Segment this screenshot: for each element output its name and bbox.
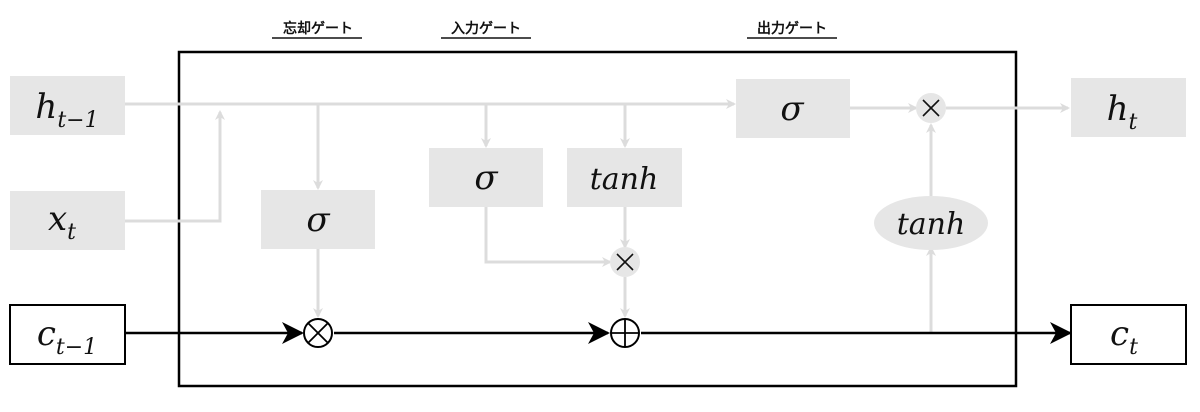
c-prev-node: ct−1 <box>9 304 126 365</box>
h-prev-subscript: t−1 <box>57 108 98 133</box>
input-gate-header: 入力ゲート <box>441 20 531 39</box>
sigma-input-to-mult-line <box>484 207 612 267</box>
output-sigma-symbol: σ <box>780 89 804 129</box>
x-t-subscript: t <box>67 220 76 245</box>
h-prev-symbol: h <box>35 87 57 127</box>
output-gate-header: 出力ゲート <box>747 20 837 39</box>
forget-multiply-operator <box>303 318 333 348</box>
input-sigma-gate: σ <box>429 148 543 207</box>
h-prev-node: ht−1 <box>10 76 125 135</box>
svg-text:xt: xt <box>48 199 76 245</box>
cell-tanh-symbol: tanh <box>897 207 966 242</box>
c-t-node: ct <box>1070 304 1187 365</box>
output-gate-label: 出力ゲート <box>757 20 827 37</box>
svg-text:ht−1: ht−1 <box>35 87 98 133</box>
input-sigma-symbol: σ <box>474 158 498 198</box>
output-multiply-operator <box>916 93 946 123</box>
c-t-symbol: c <box>1110 314 1129 354</box>
svg-text:ct: ct <box>1110 314 1138 360</box>
input-add-operator <box>610 318 640 348</box>
h-t-node: ht <box>1071 78 1186 137</box>
forget-gate-header: 忘却ゲート <box>272 20 362 39</box>
svg-text:ht: ht <box>1107 89 1138 135</box>
forget-sigma-gate: σ <box>261 190 375 249</box>
x-t-line <box>125 110 225 223</box>
input-tanh-gate: tanh <box>567 148 682 207</box>
c-t-subscript: t <box>1129 335 1138 360</box>
c-prev-symbol: c <box>37 314 56 354</box>
signal-lines <box>125 99 1070 333</box>
x-t-node: xt <box>10 191 125 250</box>
forget-gate-label: 忘却ゲート <box>283 20 353 37</box>
c-prev-subscript: t−1 <box>56 335 97 360</box>
h-t-subscript: t <box>1129 110 1138 135</box>
h-t-symbol: h <box>1107 89 1129 129</box>
cell-tanh-ellipse: tanh <box>874 196 988 250</box>
output-sigma-gate: σ <box>736 79 850 138</box>
input-tanh-symbol: tanh <box>590 162 659 197</box>
input-multiply-operator <box>610 247 640 277</box>
input-gate-label: 入力ゲート <box>451 20 521 37</box>
x-t-symbol: x <box>48 199 67 239</box>
lstm-cell-frame <box>177 50 1018 388</box>
svg-text:ct−1: ct−1 <box>37 314 97 360</box>
forget-sigma-symbol: σ <box>306 200 330 240</box>
